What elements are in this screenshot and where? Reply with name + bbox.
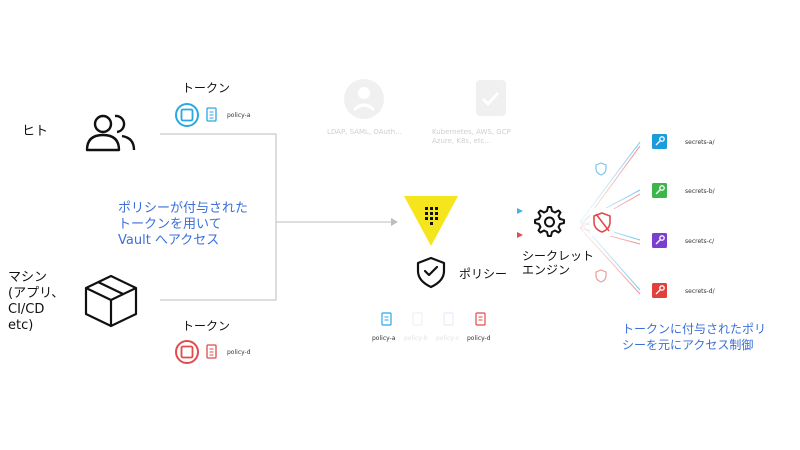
secret-key-icon-b: [652, 183, 667, 198]
machine-label: マシン (アプリ、 CI/CD etc): [8, 270, 65, 333]
token-icon-top: [175, 103, 217, 127]
people-icon: [85, 114, 136, 152]
allow-shield-icon-2: [595, 269, 607, 283]
access-control-note: トークンに付与されたポリ シーを元にアクセス制御: [622, 322, 767, 352]
vault-logo-icon: [404, 196, 458, 246]
secret-key-icon-c: [652, 233, 667, 248]
faded-user-icon: [344, 79, 384, 119]
secret-label-d: secrets-d/: [685, 288, 715, 295]
faded-auth-label: LDAP, SAML, OAuth...: [327, 128, 402, 136]
policy-chip-icon-d: [475, 312, 486, 326]
token-icon-bottom: [175, 340, 217, 364]
connector-arrowhead: [391, 218, 398, 226]
policy-label: ポリシー: [459, 267, 508, 281]
secret-label-a: secrets-a/: [685, 139, 715, 146]
secret-label-b: secrets-b/: [685, 188, 715, 195]
token-policy-top: policy-a: [227, 112, 251, 119]
policy-chip-icon-a: [381, 312, 392, 326]
token-title-bottom: トークン: [182, 319, 231, 333]
faded-clipboard-icon: [476, 80, 506, 116]
policy-shield-icon: [416, 256, 446, 289]
secret-key-icon-d: [652, 283, 667, 298]
policy-chip-a: policy-a: [372, 335, 396, 342]
faded-cloud-label: Kubernetes, AWS, GCP Azure, K8s, etc...: [432, 128, 511, 145]
token-title-top: トークン: [182, 81, 231, 95]
human-label: ヒト: [22, 124, 49, 139]
secret-engine-label: シークレット エンジン: [522, 249, 595, 277]
policy-chip-icon-c: [443, 312, 454, 326]
connector-lines: [160, 133, 392, 301]
token-policy-bottom: policy-d: [227, 349, 251, 356]
policy-chip-d: policy-d: [467, 335, 491, 342]
box-icon: [84, 274, 138, 328]
access-note: ポリシーが付与された トークンを用いて Vault へアクセス: [118, 201, 249, 248]
secret-key-icon-a: [652, 134, 667, 149]
vault-engine-arrows: [470, 208, 523, 238]
gear-icon: [534, 206, 565, 237]
policy-chip-b: policy-b: [404, 335, 428, 342]
allow-shield-icon: [595, 162, 607, 176]
policy-chip-c: policy-c: [436, 335, 460, 342]
policy-chip-icon-b: [412, 312, 423, 326]
secret-label-c: secrets-c/: [685, 238, 715, 245]
deny-shield-icon: [590, 208, 614, 236]
